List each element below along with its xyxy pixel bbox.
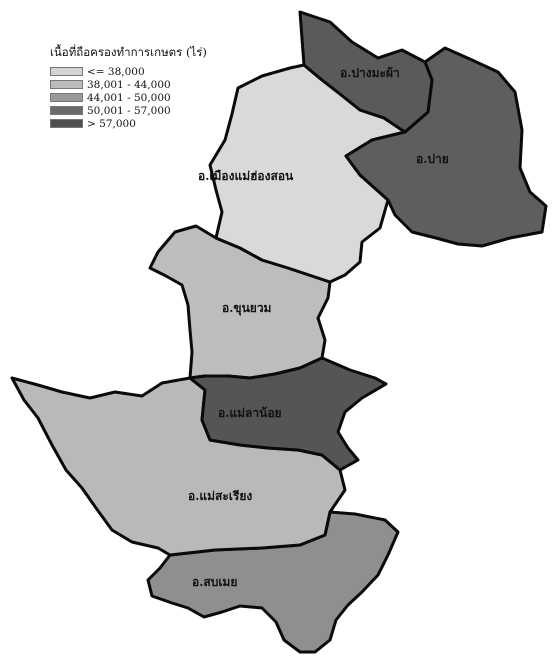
legend-swatch (50, 106, 83, 115)
district-pang-mapha[interactable] (298, 10, 434, 134)
district-mae-la-noi[interactable] (188, 356, 388, 472)
map-legend: เนื้อที่ถือครองทำการเกษตร (ไร่) <= 38,00… (46, 44, 286, 130)
district-pai[interactable] (344, 46, 548, 248)
legend-title: เนื้อที่ถือครองทำการเกษตร (ไร่) (50, 45, 207, 59)
legend-swatch (50, 80, 83, 89)
label-khun-yuam: อ.ขุนยวม (222, 301, 271, 316)
label-mae-sariang: อ.แม่สะเรียง (188, 489, 252, 503)
legend-swatch (50, 93, 83, 102)
legend-item: 44,001 - 50,000 (50, 91, 286, 104)
label-pai: อ.ปาย (416, 152, 449, 166)
legend-item: 38,001 - 44,000 (50, 78, 286, 91)
legend-item: <= 38,000 (50, 65, 286, 78)
legend-label: <= 38,000 (87, 65, 145, 78)
legend-label: 38,001 - 44,000 (87, 78, 171, 91)
legend-label: 50,001 - 57,000 (87, 104, 171, 117)
label-mae-la-noi: อ.แม่ลาน้อย (218, 406, 282, 420)
legend-label: 44,001 - 50,000 (87, 91, 171, 104)
district-mae-sariang[interactable] (10, 376, 347, 557)
label-pang-mapha: อ.ปางมะผ้า (340, 66, 400, 80)
label-mueang-mae-hong-son: อ.เมืองแม่ฮ่องสอน (198, 169, 294, 183)
legend-item: > 57,000 (50, 117, 286, 130)
legend-swatch (50, 119, 83, 128)
label-sop-moei: อ.สบเมย (192, 575, 237, 589)
legend-swatch (50, 67, 83, 76)
legend-item: 50,001 - 57,000 (50, 104, 286, 117)
legend-label: > 57,000 (87, 117, 136, 130)
